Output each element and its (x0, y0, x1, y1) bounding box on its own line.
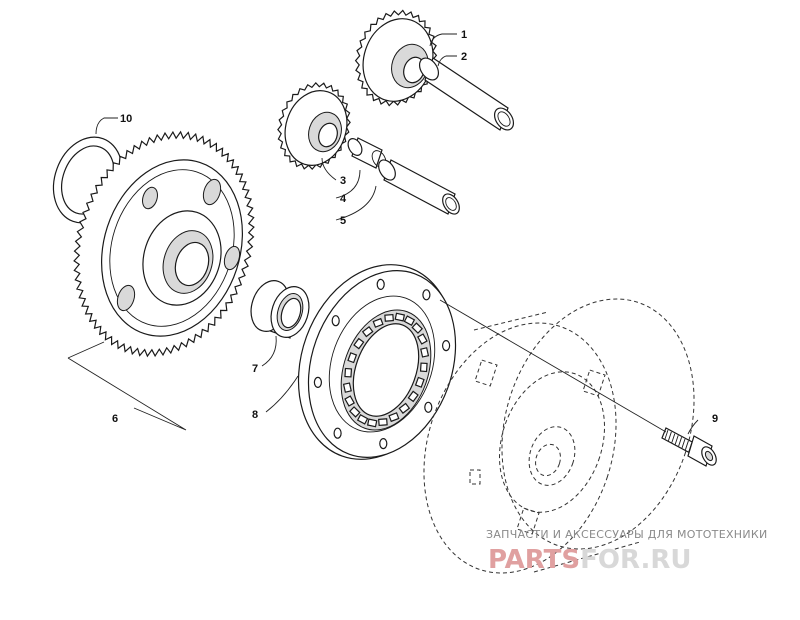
clutch-bolt-hole (331, 315, 340, 327)
bolt-thread-line (681, 438, 686, 449)
clutch-bolt-hole (442, 340, 451, 352)
sprag-element (403, 315, 416, 326)
sprag-element (414, 376, 425, 388)
sprag-element (372, 317, 384, 328)
sprag-element (348, 406, 361, 418)
callout-2: 2 (461, 51, 467, 63)
bushing-part-4 (347, 137, 387, 169)
bolt-thread-line (664, 429, 669, 440)
clutch-bolt-hole (333, 427, 342, 439)
callout-labels: 1 2 3 4 5 6 7 8 9 10 (112, 29, 718, 425)
callout-7: 7 (252, 363, 258, 375)
watermark-tagline: ЗАПЧАСТИ И АКСЕССУАРЫ ДЛЯ МОТОТЕХНИКИ (486, 528, 768, 541)
needle-bearing-part-7 (250, 280, 310, 339)
watermark-logo-for: FOR.RU (580, 545, 691, 575)
assembly-guide-line (439, 299, 667, 433)
flywheel-housing-dashed (423, 298, 695, 574)
sprag-element (420, 347, 430, 358)
callout-6: 6 (112, 413, 118, 425)
bolt-thread-line (674, 435, 679, 445)
bolt-thread-line (684, 440, 689, 450)
callout-5: 5 (340, 215, 346, 227)
sprag-element (361, 326, 374, 338)
leader-lines (67, 33, 699, 435)
clutch-sprag-elements (342, 312, 430, 428)
sprag-element (407, 390, 419, 403)
callout-9: 9 (712, 413, 718, 425)
sprag-element (419, 362, 428, 373)
sprag-element (411, 322, 424, 334)
sprag-element (366, 418, 378, 428)
bolt-thread-line (667, 431, 672, 441)
sprag-element (347, 352, 358, 364)
watermark: ЗАПЧАСТИ И АКСЕССУАРЫ ДЛЯ МОТОТЕХНИКИ PA… (486, 528, 768, 575)
callout-4: 4 (340, 193, 347, 205)
clutch-bolt-hole (422, 289, 431, 301)
large-gear-part-6 (73, 130, 255, 358)
clutch-bolt-hole (424, 401, 433, 413)
clutch-bolt-holes (313, 278, 451, 450)
sprag-element (417, 333, 428, 345)
callout-1: 1 (461, 29, 467, 41)
clutch-bolt-hole (376, 278, 385, 290)
sprag-element (378, 418, 388, 427)
bolt-thread-line (678, 437, 683, 447)
clutch-bolt-hole (313, 376, 322, 388)
sprag-element (344, 395, 355, 407)
shaft-part-5 (378, 159, 460, 215)
sprag-element (388, 412, 400, 423)
sprag-element (394, 312, 406, 322)
sprag-element (398, 402, 411, 414)
sprag-element (344, 367, 353, 378)
watermark-logo-parts: PARTS (488, 545, 580, 575)
small-gear-part-3 (277, 81, 351, 171)
bolt-part-9 (661, 427, 717, 467)
sprag-element (356, 414, 369, 425)
sprag-element (342, 382, 352, 393)
callout-3: 3 (340, 175, 346, 187)
sprag-element (353, 337, 365, 350)
watermark-logo: PARTSFOR.RU (488, 545, 692, 575)
sprag-element (384, 313, 394, 322)
one-way-clutch-part-8 (297, 264, 457, 460)
clutch-bolt-hole (379, 438, 388, 450)
callout-8: 8 (252, 409, 258, 421)
bolt-thread-line (671, 433, 676, 443)
callout-10: 10 (120, 113, 132, 125)
shaft-part-2 (418, 57, 515, 131)
